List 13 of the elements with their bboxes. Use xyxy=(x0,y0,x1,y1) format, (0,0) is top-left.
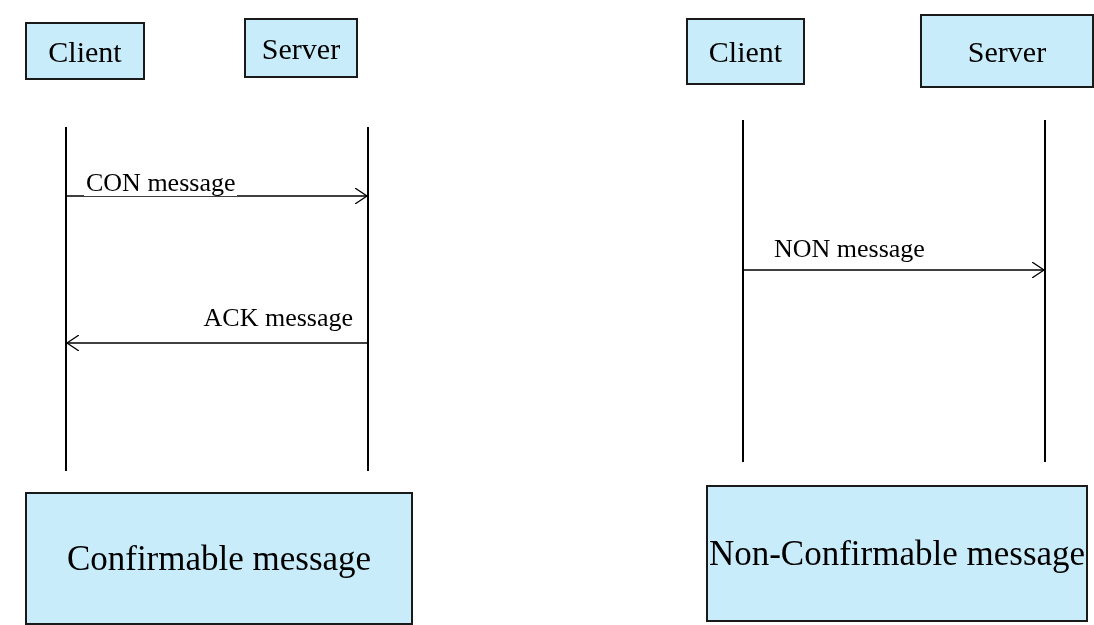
participant-box: Server xyxy=(244,18,358,78)
lifeline xyxy=(1044,120,1046,462)
lifeline xyxy=(742,120,744,462)
message-arrow xyxy=(66,187,368,205)
lifeline xyxy=(367,127,369,471)
message-arrow xyxy=(66,334,368,352)
participant-box: Client xyxy=(25,22,145,80)
lifeline xyxy=(65,127,67,471)
participant-box: Client xyxy=(686,18,805,85)
caption-box: Non-Confirmable message xyxy=(706,485,1088,622)
message-arrow xyxy=(743,261,1045,279)
participant-box: Server xyxy=(920,14,1094,88)
caption-box: Confirmable message xyxy=(25,492,413,625)
